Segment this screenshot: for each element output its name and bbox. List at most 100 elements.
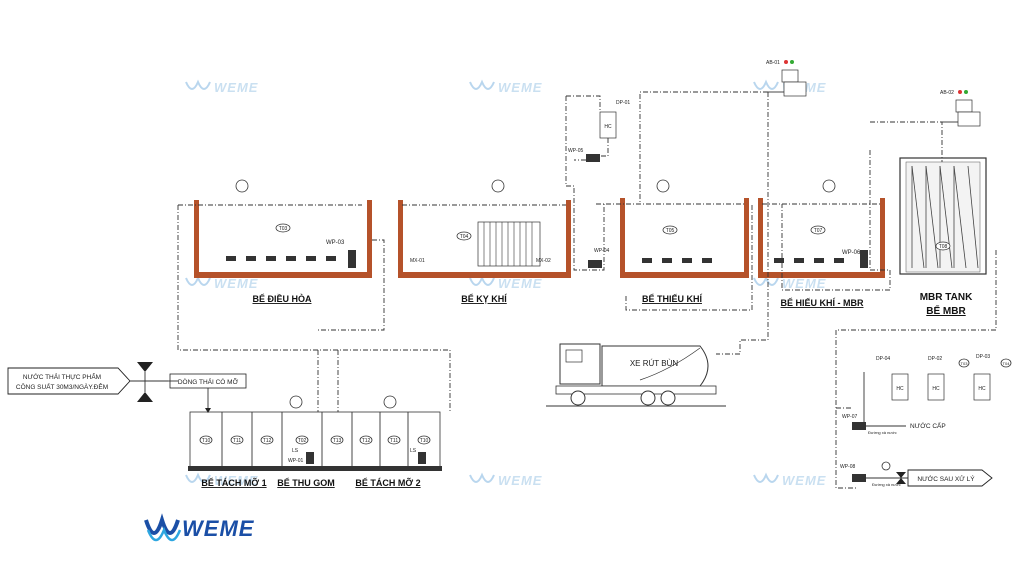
pump-icon	[348, 250, 356, 268]
wastewater-source: NƯỚC THẢI THỰC PHẨM CÔNG SUẤT 30M3/NGÀY.…	[7, 362, 168, 402]
supply-water-label: NƯỚC CẤP	[910, 420, 946, 430]
anaerobic-label: BỂ KỴ KHÍ	[461, 293, 507, 304]
source-line-1: NƯỚC THẢI THỰC PHẨM	[23, 372, 101, 381]
grease-trap-2-label: BỂ TÁCH MỠ 2	[355, 477, 420, 488]
equalization-tank: WP-03 T03 BỂ ĐIỀU HÒA	[178, 179, 372, 304]
collection-tank-label: BỂ THU GOM	[277, 477, 335, 488]
svg-text:WP-07: WP-07	[842, 414, 858, 420]
chemical-dosing-station: DP-04 HC DP-02 HC T03 DP-03 HC T04 WP-07…	[842, 354, 1012, 435]
wheel-icon	[640, 390, 656, 406]
svg-text:T04: T04	[460, 234, 469, 240]
level-indicator-icon	[289, 395, 303, 409]
svg-text:WEME: WEME	[214, 473, 258, 488]
svg-text:T02: T02	[298, 438, 307, 444]
svg-text:DP-03: DP-03	[976, 354, 990, 360]
anaerobic-tank: MX-01 MX-02 T04 BỂ KỴ KHÍ	[398, 179, 571, 304]
wheel-icon	[660, 390, 676, 406]
svg-text:DP-02: DP-02	[928, 356, 942, 362]
watermark-7: WEME	[185, 472, 258, 488]
svg-text:T08: T08	[939, 244, 948, 250]
source-line-2: CÔNG SUẤT 30M3/NGÀY.ĐÊM	[16, 381, 108, 391]
chemical-tank-icon	[891, 373, 909, 401]
level-indicator-icon	[656, 179, 670, 193]
svg-text:T05: T05	[666, 228, 675, 234]
svg-text:WEME: WEME	[782, 473, 826, 488]
svg-text:WEME: WEME	[498, 80, 542, 95]
svg-text:WP-08: WP-08	[840, 464, 856, 470]
pump-icon	[852, 474, 866, 482]
watermark-2: WEME	[469, 79, 542, 95]
pump-icon	[852, 422, 866, 430]
piping	[168, 91, 997, 489]
level-indicator-icon	[383, 395, 397, 409]
sludge-truck-label: XE RÚT BÙN	[630, 359, 679, 368]
mbr-tank: T08 MBR TANK BỂ MBR	[899, 157, 987, 317]
valve-icon	[896, 472, 906, 484]
svg-text:WP-05: WP-05	[568, 148, 584, 154]
svg-text:T11: T11	[233, 438, 241, 444]
svg-text:WP-04: WP-04	[594, 248, 610, 254]
svg-text:T10: T10	[202, 438, 211, 444]
watermark-8: WEME	[469, 472, 542, 488]
svg-text:HC: HC	[896, 386, 904, 392]
svg-text:AB-01: AB-01	[766, 60, 780, 66]
pump-icon	[586, 154, 600, 162]
dosing-pump-dp01: DP-01 HC	[599, 100, 630, 139]
grease-trap-1-label: BỂ TÁCH MỠ 1	[201, 477, 266, 488]
pump-icon	[418, 452, 426, 464]
grease-flow-label-box: DÒNG THẢI CÓ MỠ	[169, 373, 247, 413]
svg-text:DP-01: DP-01	[616, 100, 630, 106]
watermark-9: WEME	[753, 472, 826, 488]
svg-text:HC: HC	[978, 386, 986, 392]
watermark-5: WEME	[469, 275, 542, 291]
svg-text:HC: HC	[932, 386, 940, 392]
svg-text:WEME: WEME	[498, 276, 542, 291]
svg-text:T04: T04	[1003, 361, 1011, 366]
svg-text:T03: T03	[961, 361, 969, 366]
grease-trap-and-collection-tanks: T10 T11 T12 T02 T13 T12 T11 T10 LS WP-01…	[188, 395, 442, 488]
svg-text:AB-02: AB-02	[940, 90, 954, 96]
source-arrow-box	[7, 367, 131, 395]
svg-text:HC: HC	[604, 124, 612, 130]
watermark-4: WEME	[185, 275, 258, 291]
svg-text:T07: T07	[814, 228, 823, 234]
svg-text:Đường xả nước: Đường xả nước	[872, 482, 901, 487]
blower-icon	[781, 69, 799, 83]
treated-water-outlet: WP-08 Đường xả nước NƯỚC SAU XỬ LÝ	[840, 461, 993, 487]
svg-text:T03: T03	[279, 226, 288, 232]
anoxic-label: BỂ THIẾU KHÍ	[642, 293, 703, 304]
chemical-tank-icon	[927, 373, 945, 401]
svg-text:MX-01: MX-01	[410, 258, 425, 264]
grease-flow-label: DÒNG THẢI CÓ MỠ	[178, 377, 239, 386]
logo-wave-icon	[144, 513, 180, 535]
svg-text:WP-06: WP-06	[842, 250, 861, 256]
svg-text:T12: T12	[362, 438, 371, 444]
blower-icon	[955, 99, 973, 113]
svg-text:T13: T13	[333, 438, 342, 444]
svg-text:Đường xả nước: Đường xả nước	[868, 430, 897, 435]
sludge-truck: XE RÚT BÙN	[546, 343, 726, 407]
svg-text:WP-01: WP-01	[288, 458, 304, 464]
blower-ab01: AB-01	[766, 60, 807, 97]
aerobic-label: BỂ HIẾU KHÍ - MBR	[781, 297, 865, 308]
svg-text:WEME: WEME	[214, 80, 258, 95]
svg-text:WEME: WEME	[214, 276, 258, 291]
svg-text:DP-04: DP-04	[876, 356, 890, 362]
chemical-tank-icon	[973, 373, 991, 401]
equalization-label: BỂ ĐIỀU HÒA	[252, 293, 312, 304]
svg-text:LS: LS	[410, 448, 417, 454]
svg-text:WP-03: WP-03	[326, 240, 345, 246]
level-indicator-icon	[491, 179, 505, 193]
flow-meter-icon	[881, 461, 891, 471]
svg-text:T10: T10	[420, 438, 429, 444]
svg-text:WEME: WEME	[498, 473, 542, 488]
aerobic-tank: WP-06 T07 BỂ HIẾU KHÍ - MBR	[758, 179, 885, 308]
svg-text:WEME: WEME	[782, 276, 826, 291]
mbr-tank-vi-label: BỂ MBR	[926, 304, 966, 317]
mbr-tank-label: MBR TANK	[920, 292, 973, 303]
watermark-1: WEME	[185, 79, 258, 95]
weme-logo: WEME	[144, 513, 254, 542]
svg-text:LS: LS	[292, 448, 299, 454]
